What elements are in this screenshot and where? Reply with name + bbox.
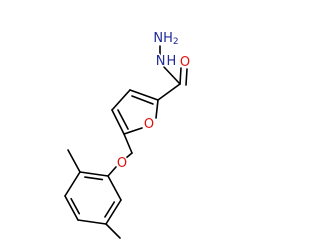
bond-methyl-bottom — [105, 223, 121, 239]
bond-ring-1 — [64, 171, 81, 197]
bond-ch2-oe — [125, 152, 133, 159]
bond-ring-inner-0 — [84, 176, 104, 181]
bond-methyl-top — [67, 149, 81, 173]
bond-c2-c3-inner — [131, 95, 154, 105]
bond-ring-inner-2 — [70, 197, 81, 215]
bond-ring-2 — [64, 195, 79, 221]
bond-cc-o-b — [185, 68, 188, 86]
bond-nh-cc — [163, 66, 181, 85]
bond-cc-o-a — [179, 67, 182, 85]
bond-c4-c5 — [111, 109, 125, 135]
bond-c3-c4 — [111, 89, 131, 111]
bond-ring-inner-4 — [104, 201, 116, 218]
bond-of-c2 — [155, 99, 159, 119]
bond-c5-of — [123, 127, 143, 135]
atom-label-nh: NH — [156, 54, 177, 69]
atom-label-o-ether: O — [117, 156, 127, 171]
atom-label-o-furan: O — [144, 117, 154, 132]
bond-ring-5 — [107, 175, 122, 201]
bond-c5-ch2 — [123, 133, 133, 154]
skeleton — [64, 45, 188, 239]
bond-c2-c3 — [129, 89, 159, 101]
bond-ring-0 — [79, 171, 109, 177]
bond-c4-c5-inner — [117, 109, 129, 130]
bond-cc-c2 — [157, 83, 181, 101]
bond-ring-4 — [105, 199, 122, 225]
bond-ring-3 — [77, 219, 107, 225]
atom-label-o-carbonyl: O — [180, 55, 190, 70]
bond-oe-a1 — [107, 166, 117, 177]
atom-label-nh2: NH2 — [153, 31, 178, 48]
